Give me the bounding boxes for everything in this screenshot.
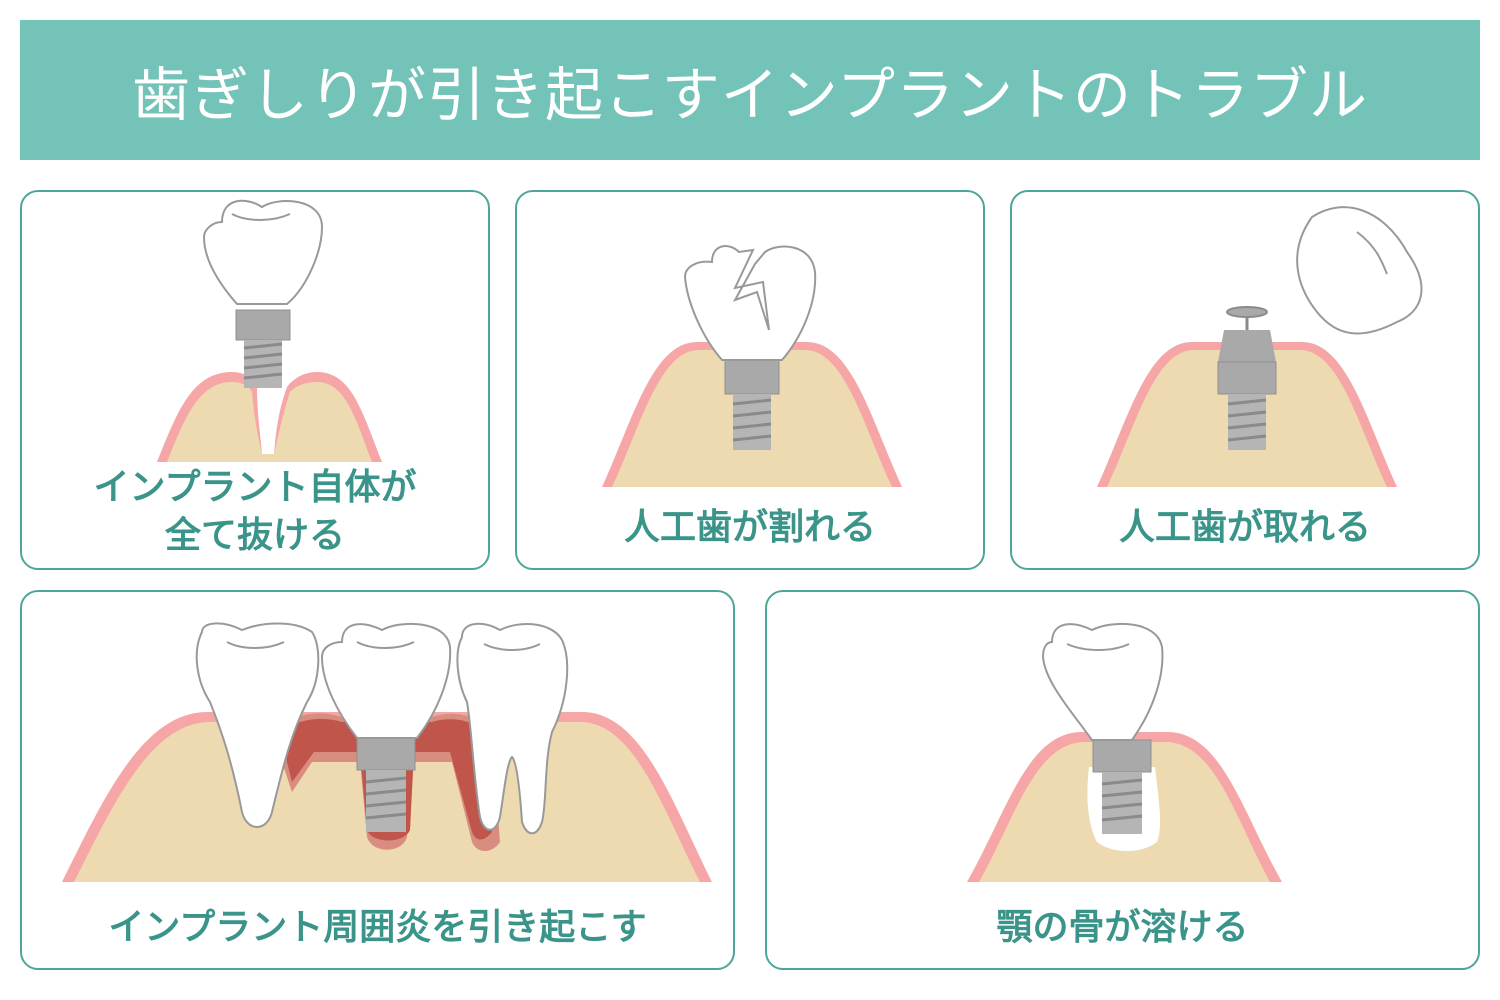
tooth-crown-icon	[202, 199, 324, 305]
implant-screw-icon	[235, 309, 291, 388]
implant-screw-icon	[1217, 306, 1277, 450]
tooth-right-icon	[456, 622, 569, 835]
tooth-crown-icon	[1041, 622, 1164, 741]
card-implant-falls-out: インプラント自体が 全て抜ける	[20, 190, 490, 570]
tooth-left-icon	[195, 622, 320, 828]
implant-screw-icon	[356, 737, 416, 832]
gum-bone-icon	[157, 372, 382, 462]
page-title: 歯ぎしりが引き起こすインプラントのトラブル	[131, 61, 1369, 129]
caption-jawbone-resorption: 顎の骨が溶ける	[996, 907, 1249, 948]
caption-line-1: インプラント自体が	[93, 467, 417, 508]
cracked-crown-icon	[683, 245, 817, 361]
caption-crown-comes-off: 人工歯が取れる	[1118, 507, 1371, 548]
card-crown-comes-off: 人工歯が取れる	[1010, 190, 1480, 570]
caption-peri-implantitis: インプラント周囲炎を引き起こす	[108, 907, 647, 948]
card-crown-cracks: 人工歯が割れる	[515, 190, 985, 570]
detached-crown-icon	[1296, 206, 1423, 335]
caption-line-2: 全て抜ける	[164, 515, 345, 556]
implant-screw-icon	[1092, 739, 1152, 834]
tooth-crown-icon	[320, 622, 452, 739]
card-jawbone-resorption: 顎の骨が溶ける	[765, 590, 1480, 970]
implant-screw-icon	[724, 359, 780, 450]
card-peri-implantitis: インプラント周囲炎を引き起こす	[20, 590, 735, 970]
title-banner: 歯ぎしりが引き起こすインプラントのトラブル	[20, 20, 1480, 160]
caption-implant-falls-out: インプラント自体が 全て抜ける	[22, 464, 488, 560]
caption-crown-cracks: 人工歯が割れる	[623, 507, 876, 548]
